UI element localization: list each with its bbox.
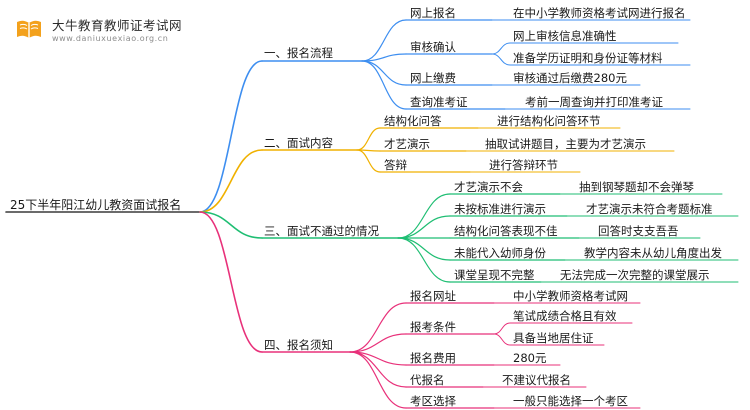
mid-node: 代报名 xyxy=(410,373,445,387)
mindmap-connector xyxy=(397,237,451,283)
mindmap-connector xyxy=(199,211,263,239)
mindmap-connector xyxy=(397,237,451,261)
mindmap-connector xyxy=(493,322,511,335)
mid-node: 才艺演示不会 xyxy=(454,180,523,194)
leaf-node: 才艺演示未符合考题标准 xyxy=(586,202,713,216)
mid-node: 网上报名 xyxy=(410,6,456,20)
open-book-icon xyxy=(17,20,41,38)
mindmap-connector xyxy=(356,149,381,173)
mid-node: 才艺演示 xyxy=(384,137,430,151)
branch-label: 一、报名流程 xyxy=(264,46,333,60)
leaf-node: 不建议代报名 xyxy=(502,373,571,387)
mid-node: 结构化问答表现不佳 xyxy=(454,224,558,238)
mindmap-connector xyxy=(349,351,407,409)
leaf-node: 一般只能选择一个考区 xyxy=(513,394,628,408)
mindmap-connector xyxy=(491,42,511,55)
mid-node: 课堂呈现不完整 xyxy=(454,268,535,282)
mindmap-connector xyxy=(361,60,407,86)
leaf-node: 抽取试讲题目，主要为才艺演示 xyxy=(485,137,646,151)
mid-node: 答辩 xyxy=(384,158,407,172)
mindmap-connector xyxy=(199,149,263,213)
leaf-node: 中小学教师资格考试网 xyxy=(513,289,628,303)
mindmap-connector xyxy=(349,302,407,353)
leaf-node: 审核通过后缴费280元 xyxy=(513,71,627,85)
mid-node: 网上缴费 xyxy=(410,71,456,85)
leaf-node: 抽到钢琴题却不会弹琴 xyxy=(579,180,694,194)
leaf-node: 笔试成绩合格且有效 xyxy=(513,309,617,323)
branch-label: 三、面试不通过的情况 xyxy=(264,224,379,238)
leaf-node: 网上审核信息准确性 xyxy=(513,29,617,43)
mindmap-connector xyxy=(199,60,263,213)
mindmap-connector xyxy=(493,333,511,346)
watermark-title: 大牛教育教师证考试网 xyxy=(52,18,183,33)
mindmap-connector xyxy=(361,53,407,62)
mid-node: 审核确认 xyxy=(410,40,456,54)
mid-node: 结构化问答 xyxy=(384,114,442,128)
mindmap-connector xyxy=(397,215,451,239)
watermark-url: www.daniuxuexiao.org.cn xyxy=(52,34,169,43)
mindmap-connector xyxy=(491,53,511,66)
mindmap-connector xyxy=(356,127,381,151)
mindmap-connector xyxy=(199,211,263,353)
mindmap-root: 25下半年阳江幼儿教资面试报名 xyxy=(10,198,182,212)
mindmap-connector xyxy=(397,193,451,239)
mid-node: 考区选择 xyxy=(410,394,456,408)
mid-node: 报考条件 xyxy=(410,320,456,334)
mindmap-connector xyxy=(361,60,407,110)
mindmap-connector xyxy=(349,351,407,388)
leaf-node: 教学内容未从幼儿角度出发 xyxy=(584,246,722,260)
leaf-node: 准备学历证明和身份证等材料 xyxy=(513,51,663,65)
mid-node: 报名费用 xyxy=(410,351,456,365)
mindmap-connector xyxy=(361,19,407,62)
mid-node: 报名网址 xyxy=(410,289,456,303)
leaf-node: 进行结构化问答环节 xyxy=(497,114,601,128)
leaf-node: 回答时支支吾吾 xyxy=(598,224,679,238)
branch-label: 四、报名须知 xyxy=(264,338,333,352)
mid-node: 未按标准进行演示 xyxy=(454,202,546,216)
leaf-node: 具备当地居住证 xyxy=(513,331,594,345)
leaf-node: 考前一周查询并打印准考证 xyxy=(525,95,663,109)
leaf-node: 进行答辩环节 xyxy=(489,158,558,172)
mindmap-connector xyxy=(349,333,407,353)
leaf-node: 280元 xyxy=(513,351,547,365)
leaf-node: 在中小学教师资格考试网进行报名 xyxy=(513,6,686,20)
branch-label: 二、面试内容 xyxy=(264,136,333,150)
mid-node: 未能代入幼师身份 xyxy=(454,246,546,260)
leaf-node: 无法完成一次完整的课堂展示 xyxy=(560,268,710,282)
mid-node: 查询准考证 xyxy=(410,95,468,109)
